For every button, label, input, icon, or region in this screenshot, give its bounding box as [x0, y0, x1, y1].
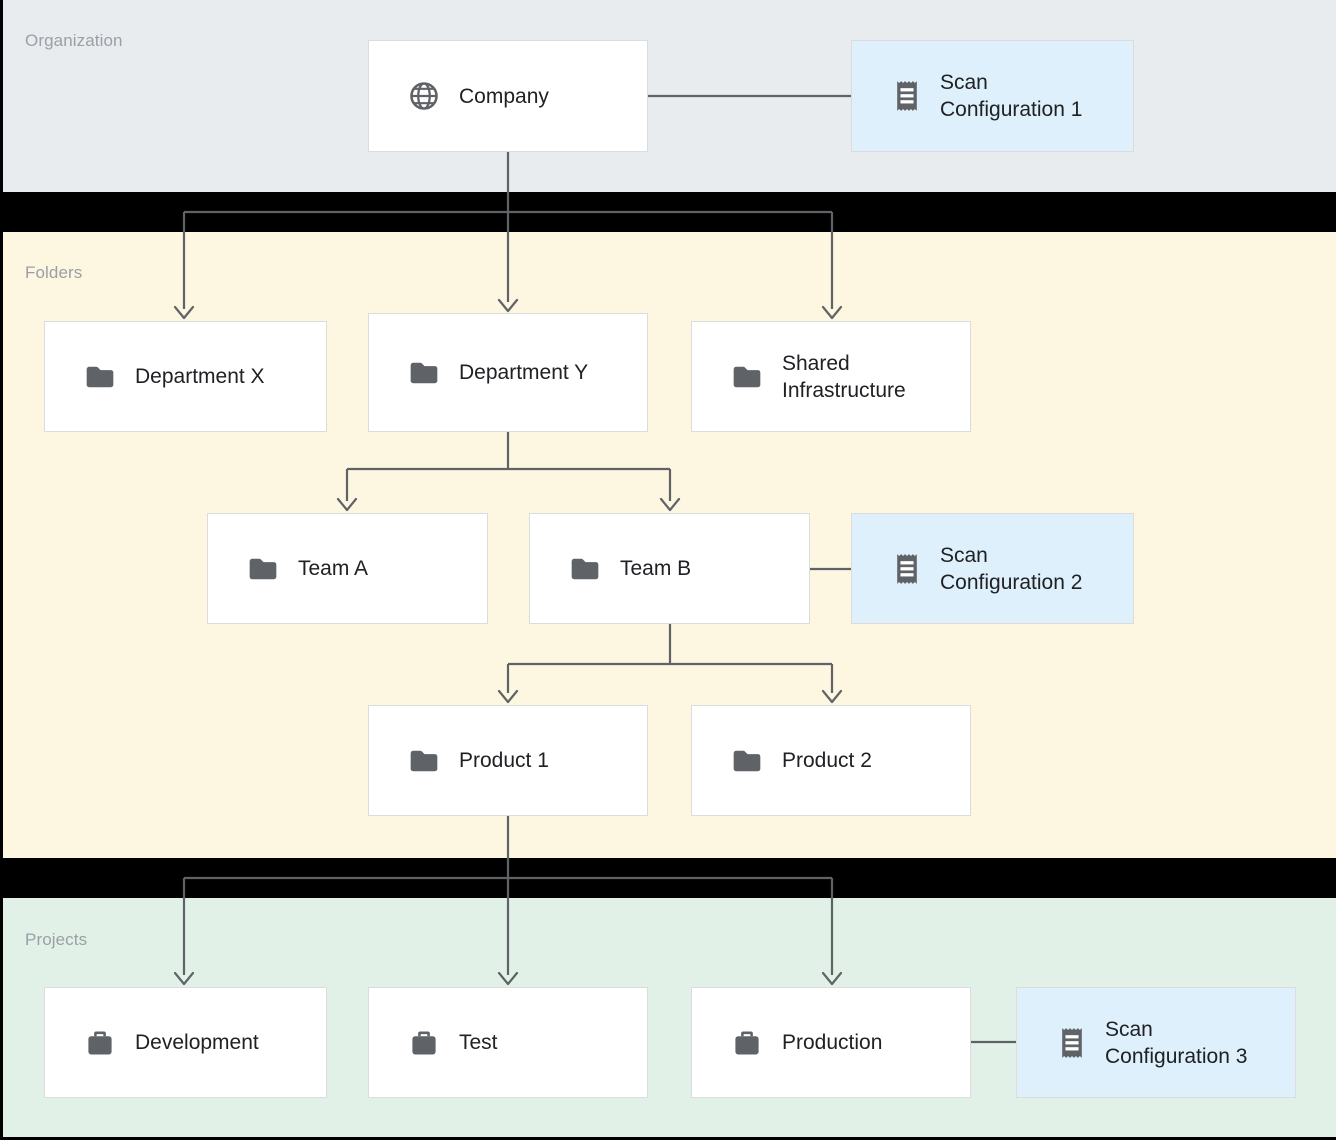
- folder-icon: [407, 356, 441, 390]
- connector-layer: [173, 94, 1016, 1044]
- node-department-x[interactable]: Department X: [44, 321, 327, 432]
- briefcase-icon: [730, 1026, 764, 1060]
- folder-icon: [730, 744, 764, 778]
- node-shared-infrastructure[interactable]: Shared Infrastructure: [691, 321, 971, 432]
- briefcase-icon: [407, 1026, 441, 1060]
- node-product-2[interactable]: Product 2: [691, 705, 971, 816]
- node-label: Product 1: [459, 749, 549, 772]
- receipt-icon: [890, 79, 924, 113]
- node-scan-configuration-3[interactable]: Scan Configuration 3: [1016, 987, 1296, 1098]
- band-label-projects: Projects: [25, 930, 88, 949]
- node-development[interactable]: Development: [44, 987, 327, 1098]
- node-label: Product 2: [782, 749, 872, 772]
- receipt-icon: [1055, 1026, 1089, 1060]
- node-scan-configuration-1[interactable]: Scan Configuration 1: [851, 40, 1134, 152]
- node-label: Scan Configuration 1: [940, 71, 1083, 121]
- node-label: Test: [459, 1031, 498, 1054]
- band-label-folders: Folders: [25, 263, 83, 282]
- briefcase-icon: [83, 1026, 117, 1060]
- folder-icon: [407, 744, 441, 778]
- node-label: Scan Configuration 2: [940, 543, 1083, 594]
- node-label: Scan Configuration 3: [1105, 1017, 1248, 1068]
- node-label: Department X: [135, 365, 265, 388]
- node-test[interactable]: Test: [368, 987, 648, 1098]
- node-department-y[interactable]: Department Y: [368, 313, 648, 432]
- node-label: Company: [459, 84, 549, 108]
- node-team-b[interactable]: Team B: [529, 513, 810, 624]
- folder-icon: [83, 360, 117, 394]
- node-scan-configuration-2[interactable]: Scan Configuration 2: [851, 513, 1134, 624]
- node-label: Shared Infrastructure: [782, 351, 906, 402]
- node-label: Team B: [620, 557, 692, 580]
- band-label-organization: Organization: [25, 31, 123, 50]
- node-product-1[interactable]: Product 1: [368, 705, 648, 816]
- node-label: Development: [135, 1031, 259, 1054]
- folder-icon: [568, 552, 602, 586]
- folder-icon: [246, 552, 280, 586]
- node-label: Department Y: [459, 361, 589, 384]
- node-company[interactable]: Company: [368, 40, 648, 152]
- node-team-a[interactable]: Team A: [207, 513, 488, 624]
- node-production[interactable]: Production: [691, 987, 971, 1098]
- globe-icon: [407, 79, 441, 113]
- node-label: Production: [782, 1031, 883, 1054]
- folder-icon: [730, 360, 764, 394]
- node-label: Team A: [298, 557, 369, 580]
- receipt-icon: [890, 552, 924, 586]
